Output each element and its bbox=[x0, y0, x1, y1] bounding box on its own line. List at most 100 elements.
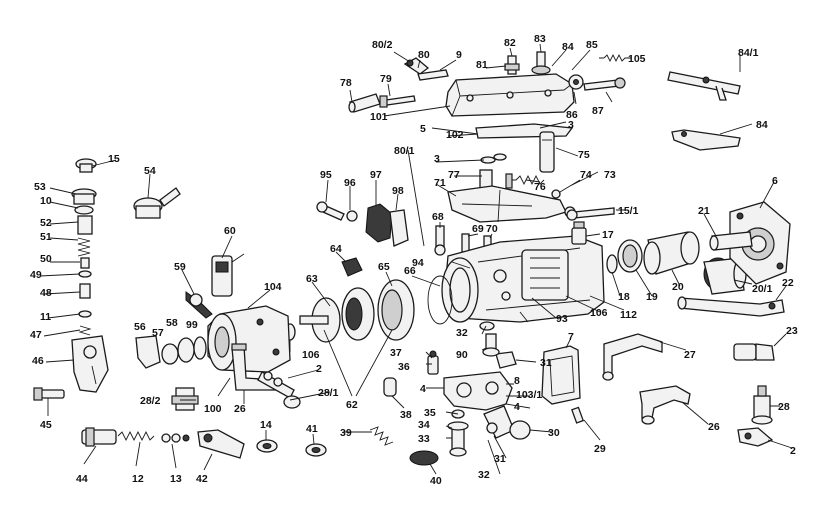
callout-label: 74 bbox=[580, 169, 592, 181]
washer-14-part bbox=[256, 439, 278, 453]
screw-9-part bbox=[417, 69, 449, 81]
callout-label: 2 bbox=[790, 445, 796, 457]
plunger-75-part bbox=[539, 131, 555, 173]
callout-label: 54 bbox=[144, 165, 156, 177]
callout-label: 57 bbox=[152, 327, 164, 339]
callout-label: 63 bbox=[306, 273, 318, 285]
sleeve-48-part bbox=[79, 283, 91, 299]
callout-label: 37 bbox=[390, 347, 402, 359]
callout-label: 84/1 bbox=[738, 47, 759, 59]
callout-label: 18 bbox=[618, 291, 630, 303]
callout-label: 26 bbox=[234, 403, 246, 415]
callout-label: 104 bbox=[264, 281, 282, 293]
callout-label: 47 bbox=[30, 329, 42, 341]
spring-105-part bbox=[603, 53, 631, 63]
spring-47-part bbox=[78, 325, 92, 336]
oring-18-part bbox=[606, 254, 618, 274]
lever-42-part bbox=[197, 429, 245, 459]
nut-86-part bbox=[568, 74, 584, 90]
callout-label: 53 bbox=[34, 181, 46, 193]
callout-label: 21 bbox=[698, 205, 710, 217]
ring-11-part bbox=[78, 310, 92, 318]
callout-label: 73 bbox=[604, 169, 616, 181]
callout-label: 80 bbox=[418, 49, 430, 61]
bolt-95-part bbox=[316, 201, 358, 222]
bolt-87-part bbox=[583, 77, 626, 91]
screw-29-part bbox=[571, 406, 585, 424]
callout-label: 95 bbox=[320, 169, 332, 181]
washer-41-part bbox=[305, 443, 327, 457]
cap-15-part bbox=[75, 158, 97, 173]
pin-78-part bbox=[348, 93, 381, 113]
callout-label: 27 bbox=[684, 349, 696, 361]
callout-label: 36 bbox=[398, 361, 410, 373]
callout-label: 41 bbox=[306, 423, 318, 435]
callout-label: 51 bbox=[40, 231, 52, 243]
callout-label: 76 bbox=[534, 181, 546, 193]
fitting-28-right-part bbox=[751, 385, 773, 425]
spring-51-part bbox=[77, 237, 91, 257]
callout-label: 68 bbox=[432, 211, 444, 223]
callout-label: 65 bbox=[378, 261, 390, 273]
cap-32-part bbox=[479, 321, 495, 331]
callout-label: 97 bbox=[370, 169, 382, 181]
callout-label: 66 bbox=[404, 265, 416, 277]
callout-label: 35 bbox=[424, 407, 436, 419]
washer-10-part bbox=[74, 205, 94, 215]
callout-label: 5 bbox=[420, 123, 426, 135]
pin-50-part bbox=[80, 257, 90, 269]
callout-label: 28 bbox=[778, 401, 790, 413]
seals-13-part bbox=[161, 433, 190, 443]
nut-74-part bbox=[551, 189, 561, 199]
callout-label: 86 bbox=[566, 109, 578, 121]
callout-label: 52 bbox=[40, 217, 52, 229]
callout-label: 106 bbox=[590, 307, 608, 319]
stud-82-part bbox=[504, 55, 520, 75]
valve-59-part bbox=[185, 291, 213, 319]
callout-label: 42 bbox=[196, 473, 208, 485]
callout-label: 17 bbox=[602, 229, 614, 241]
bolt-79-part bbox=[379, 95, 416, 108]
callout-label: 94 bbox=[412, 257, 424, 269]
valve-36-part bbox=[427, 350, 439, 375]
callout-label: 60 bbox=[224, 225, 236, 237]
callout-label: 90 bbox=[456, 349, 468, 361]
callout-label: 48 bbox=[40, 287, 52, 299]
nipple-17-part bbox=[571, 221, 587, 245]
callout-label: 26 bbox=[708, 421, 720, 433]
callout-label: 39 bbox=[340, 427, 352, 439]
callout-label: 100 bbox=[204, 403, 222, 415]
callout-label: 83 bbox=[534, 33, 546, 45]
drive-plate-part bbox=[299, 297, 341, 343]
callout-label: 102 bbox=[446, 129, 464, 141]
callout-label: 103/1 bbox=[516, 389, 542, 401]
callout-label: 75 bbox=[578, 149, 590, 161]
top-cover-part bbox=[445, 73, 575, 117]
callout-label: 23 bbox=[786, 325, 798, 337]
sleeve-38-part bbox=[383, 377, 397, 397]
washer-3-part bbox=[480, 153, 507, 164]
plug-53-part bbox=[71, 188, 97, 205]
callout-label: 70 bbox=[486, 223, 498, 235]
callout-label: 112 bbox=[620, 309, 637, 321]
solenoid-60-part bbox=[211, 253, 245, 297]
callout-label: 80/1 bbox=[394, 145, 415, 157]
stud-69-part bbox=[461, 233, 470, 253]
callout-label: 30 bbox=[548, 427, 560, 439]
bracket-97-part bbox=[365, 203, 409, 247]
callout-label: 101 bbox=[370, 111, 388, 123]
banjo-54-part bbox=[133, 187, 181, 219]
sleeve-20-part bbox=[643, 231, 700, 275]
callout-label: 40 bbox=[430, 475, 442, 487]
callout-label: 10 bbox=[40, 195, 52, 207]
fitting-28-2-part bbox=[171, 387, 199, 411]
callout-label: 3 bbox=[568, 119, 574, 131]
bracket-56-part bbox=[135, 335, 161, 369]
callout-label: 6 bbox=[772, 175, 778, 187]
callout-label: 31 bbox=[540, 357, 552, 369]
callout-label: 85 bbox=[586, 39, 598, 51]
callout-label: 28/1 bbox=[318, 387, 339, 399]
callout-label: 2 bbox=[316, 363, 322, 375]
plate-102-part bbox=[475, 123, 574, 139]
